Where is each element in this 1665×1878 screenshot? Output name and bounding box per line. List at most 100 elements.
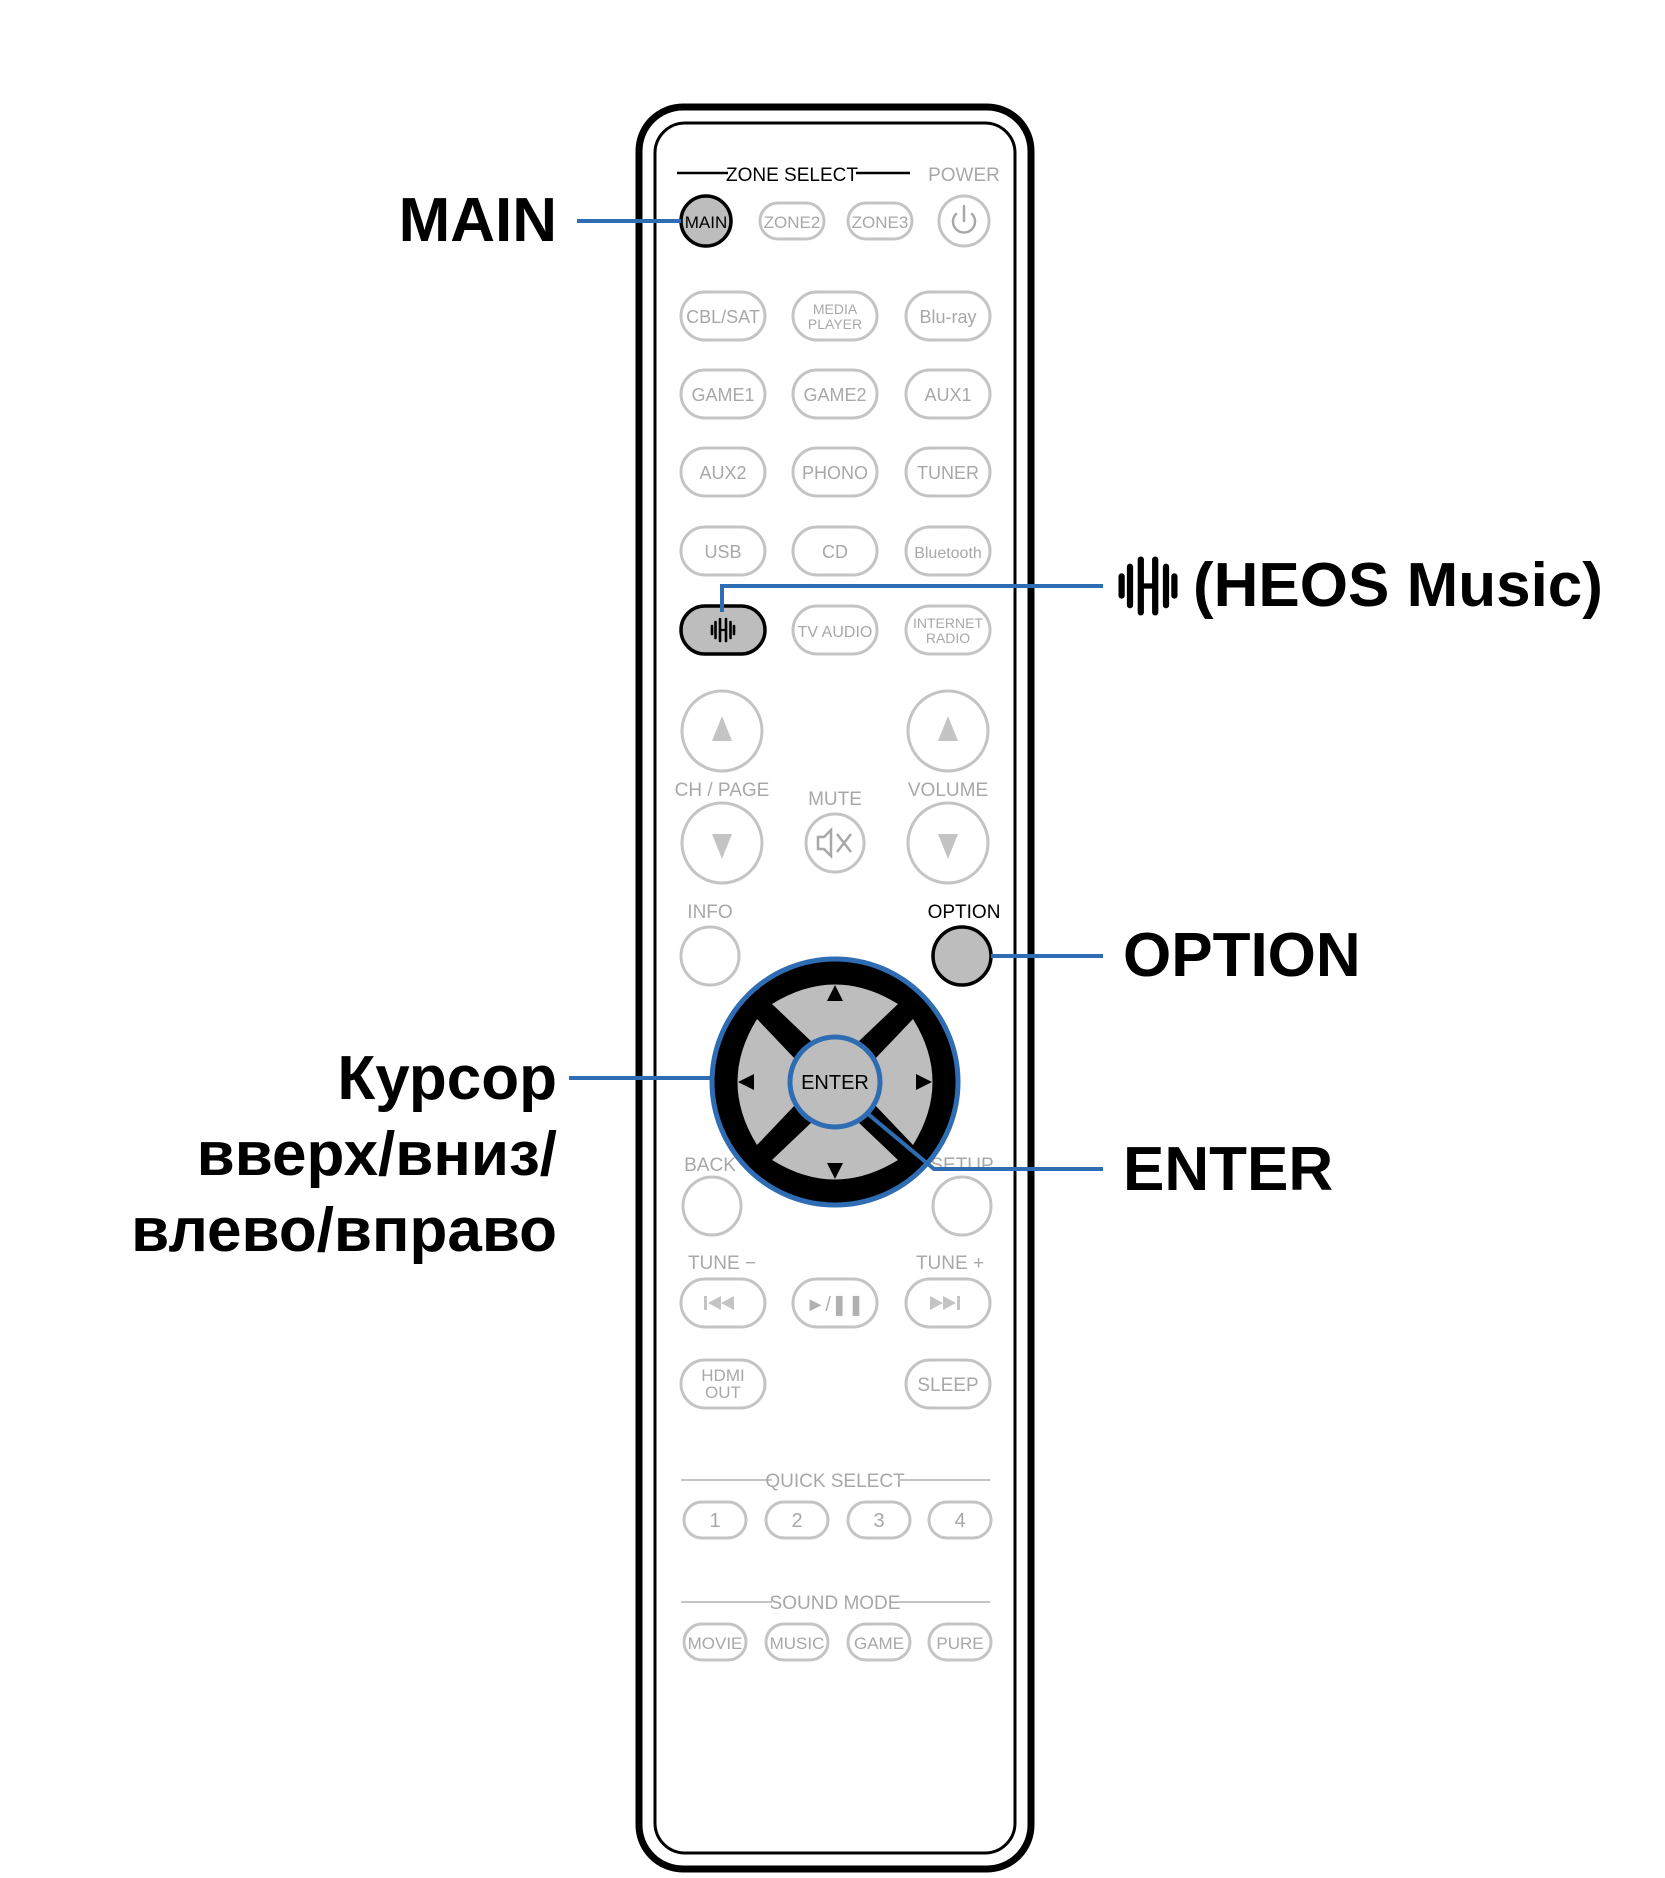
power-label: POWER [928, 165, 1000, 186]
sound-mode-music-label: MUSIC [770, 1634, 825, 1653]
cd-button-label: CD [822, 542, 848, 562]
sound-mode-game-label: GAME [854, 1634, 904, 1653]
tv-audio-button-label: TV AUDIO [798, 624, 873, 641]
quick-select-3-button[interactable] [846, 1500, 912, 1540]
phono-button[interactable] [791, 446, 879, 498]
tune-plus-label: TUNE + [916, 1253, 984, 1274]
internet-radio-button-label-line1: INTERNET [913, 615, 983, 631]
cursor-down-button[interactable] [772, 1121, 898, 1180]
tuner-button[interactable] [904, 446, 992, 498]
quick-select-1-label: 1 [709, 1510, 720, 1532]
heos-icon [710, 617, 736, 643]
zone2-button[interactable] [758, 201, 826, 241]
sound-mode-movie-button[interactable] [682, 1622, 748, 1662]
ch-down-arrow-icon [712, 834, 732, 859]
play-pause-icon: ►/❚❚ [806, 1294, 865, 1316]
cursor-down-arrow-icon [827, 1163, 843, 1179]
aux1-button[interactable] [904, 368, 992, 420]
ch-page-label: CH / PAGE [675, 780, 770, 801]
mute-button[interactable] [804, 812, 866, 874]
cbl-sat-button-label: CBL/SAT [686, 307, 760, 327]
ch-up-arrow-icon [712, 716, 732, 741]
media-player-button-label-line2: PLAYER [808, 316, 862, 332]
enter-button[interactable] [787, 1034, 883, 1130]
setup-label: SETUP [930, 1155, 993, 1176]
cursor-up-button[interactable] [772, 984, 898, 1044]
cursor-left-button[interactable] [737, 1019, 797, 1145]
enter-callout: ENTER [1123, 1135, 1334, 1204]
back-button[interactable] [681, 1175, 743, 1237]
sound-mode-movie-label: MOVIE [688, 1634, 743, 1653]
sound-mode-music-button[interactable] [764, 1622, 830, 1662]
cbl-sat-button[interactable] [679, 290, 767, 342]
zone-select-label: ZONE SELECT [726, 165, 858, 186]
info-label: INFO [687, 902, 732, 923]
enter-leader-line [866, 1112, 1103, 1171]
option-callout: OPTION [1123, 921, 1361, 990]
play-pause-button[interactable] [791, 1277, 879, 1329]
cursor-pad: ENTER [709, 956, 961, 1208]
usb-button-label: USB [704, 542, 741, 562]
mute-icon [816, 826, 852, 860]
quick-select-3-label: 3 [873, 1510, 884, 1532]
sound-mode-game-button[interactable] [846, 1622, 912, 1662]
zone3-button-label: ZONE3 [852, 213, 909, 232]
remote-body-inner [653, 121, 1017, 1855]
hdmi-out-label-line2: OUT [705, 1383, 741, 1402]
tv-audio-button[interactable] [791, 604, 879, 656]
sound-mode-pure-button[interactable] [927, 1622, 993, 1662]
quick-select-4-button[interactable] [927, 1500, 993, 1540]
heos-callout: (HEOS Music) [1193, 551, 1603, 620]
game2-button[interactable] [791, 368, 879, 420]
sleep-button-label: SLEEP [917, 1375, 978, 1396]
media-player-button[interactable] [791, 290, 879, 342]
cd-button[interactable] [791, 525, 879, 577]
info-button[interactable] [679, 925, 741, 987]
sound-mode-pure-label: PURE [936, 1634, 983, 1653]
back-label: BACK [684, 1155, 736, 1176]
cursor-up-arrow-icon [827, 985, 843, 1001]
game1-button-label: GAME1 [691, 385, 754, 405]
zone2-button-label: ZONE2 [764, 213, 821, 232]
hdmi-out-button[interactable] [679, 1358, 767, 1410]
zone3-button[interactable] [846, 201, 914, 241]
power-icon [951, 204, 977, 234]
quick-select-label: QUICK SELECT [765, 1471, 905, 1492]
hdmi-out-label-line1: HDMI [701, 1366, 744, 1385]
next-track-icon [930, 1296, 960, 1310]
cursor-callout-line1: Курсор [337, 1044, 557, 1113]
internet-radio-button[interactable] [904, 604, 992, 656]
aux2-button[interactable] [679, 446, 767, 498]
sound-mode-label: SOUND MODE [770, 1593, 901, 1614]
quick-select-2-label: 2 [791, 1510, 802, 1532]
previous-track-icon [704, 1296, 734, 1310]
bluetooth-button[interactable] [904, 525, 992, 577]
quick-select-2-button[interactable] [764, 1500, 830, 1540]
game1-button[interactable] [679, 368, 767, 420]
cursor-right-arrow-icon [916, 1074, 932, 1090]
quick-select-4-label: 4 [954, 1510, 965, 1532]
aux2-button-label: AUX2 [699, 463, 746, 483]
blu-ray-button[interactable] [904, 290, 992, 342]
blu-ray-button-label: Blu-ray [919, 307, 976, 327]
option-label: OPTION [928, 902, 1001, 923]
volume-label: VOLUME [908, 780, 988, 801]
quick-select-1-button[interactable] [682, 1500, 748, 1540]
cursor-callout-line2: вверх/вниз/ [196, 1120, 557, 1189]
option-button[interactable] [931, 925, 993, 987]
game2-button-label: GAME2 [803, 385, 866, 405]
volume-up-arrow-icon [938, 716, 958, 741]
main-zone-button-label: MAIN [685, 213, 728, 232]
usb-button[interactable] [679, 525, 767, 577]
cursor-right-button[interactable] [874, 1019, 933, 1145]
media-player-button-label-line1: MEDIA [813, 301, 858, 317]
internet-radio-button-label-line2: RADIO [926, 630, 970, 646]
setup-button[interactable] [931, 1175, 993, 1237]
sound-mode-button-row: MOVIE MUSIC GAME PURE [682, 1622, 993, 1662]
phono-button-label: PHONO [802, 463, 868, 483]
enter-button-label: ENTER [801, 1072, 869, 1094]
cursor-callout: Курсор вверх/вниз/ влево/вправо [80, 1041, 557, 1269]
heos-leader-line [720, 584, 1103, 612]
sleep-button[interactable] [904, 1358, 992, 1410]
